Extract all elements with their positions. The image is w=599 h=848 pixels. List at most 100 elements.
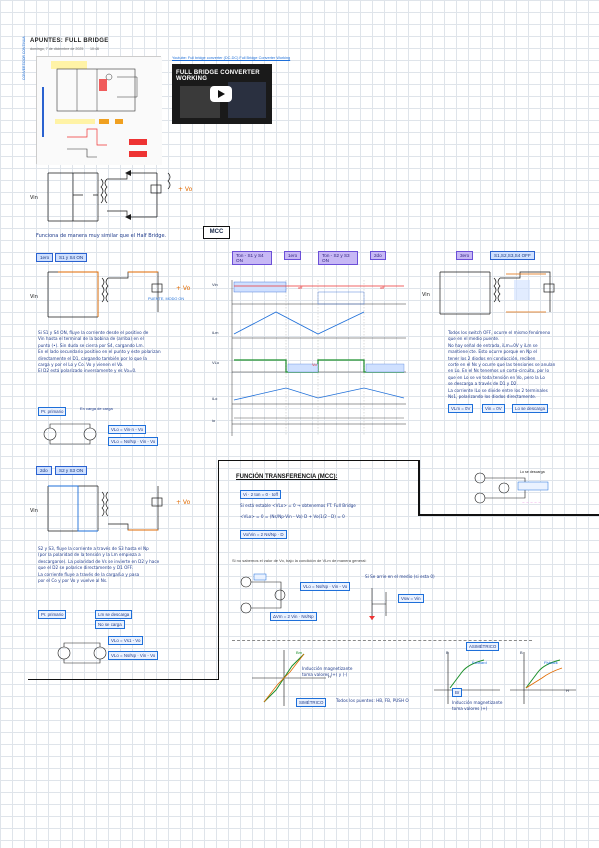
- state2-switches: S2 y S3 ON: [55, 466, 88, 475]
- transfer-line3: <VLo> = 0 = (Ns/Np·Vin - Vo) D + Vo(1/2 …: [240, 514, 345, 519]
- state1-eq1: VLo = Vin·n - Vo: [108, 425, 147, 434]
- transfer-title: FUNCIÓN TRANSFERENCIA (MCC):: [236, 474, 338, 480]
- page-title: APUNTES: FULL BRIDGE: [30, 38, 109, 44]
- state1-equiv-circuit: [43, 423, 97, 445]
- curve-label-sim: SIMÉTRICO: [296, 698, 327, 707]
- page-time: 10:46: [90, 47, 99, 51]
- state3-text-line: en Lo. En el Ns tenemos un corto-circuit…: [448, 368, 550, 374]
- state3-switches: S1,S2,S3,S4 OFF: [490, 251, 535, 260]
- transfer-eq-vlo: VLo = Ns/Np · Vin - Vo: [300, 582, 351, 591]
- wave-vin-trace: [233, 281, 404, 305]
- wave-label-ilo: iLo: [212, 396, 218, 401]
- svg-text:Vin: Vin: [30, 294, 38, 300]
- state2-text-line: (por la polaridad de la tensión y la Lm …: [38, 552, 141, 558]
- play-icon[interactable]: [210, 86, 232, 102]
- wave-tag-on14: Ton - S1 y S4 ON: [232, 251, 272, 265]
- curve-label-flyback: Flyback: [544, 660, 558, 665]
- divider-line: [418, 514, 599, 516]
- full-bridge-schematic: Vin + Vo: [30, 170, 193, 222]
- wave-ilm-trace: [233, 311, 365, 335]
- state1-box-carga: En carga de carga: [80, 406, 113, 411]
- state3-text-line: mantiene cte. Esto ocurre porque en Np e…: [448, 349, 538, 355]
- bh-curve-forward: [434, 652, 500, 704]
- curve-note1: Inducción magnetizante toma valores (+) …: [302, 666, 353, 678]
- svg-text:Vin: Vin: [30, 508, 38, 514]
- state2-text-line: por el Co y por Vo y vuelve al Ns.: [38, 578, 108, 584]
- svg-text:+ Vo: + Vo: [176, 285, 191, 292]
- state3-text-line: se descarga a través de D1 y D2.: [448, 381, 518, 387]
- state3-text-line: que en Lo se ve toda tensión en Vo, pero…: [448, 374, 545, 380]
- curve-label-h: H: [328, 674, 331, 679]
- state1-text-line: punto (•). Sin duda se cierra por S4, ca…: [38, 342, 144, 348]
- wave-label-ilm: iLm: [212, 330, 219, 335]
- transfer-switch-circuit: [369, 588, 387, 620]
- wave-label-io: io: [212, 418, 216, 423]
- state2-text-line: S2 y S3, fluye la corriente a través de …: [38, 546, 149, 551]
- state1-text-line: Si S1 y S4 ON, fluye la corriente desde …: [38, 330, 149, 335]
- wave-tag-1: 1ero: [284, 251, 302, 260]
- state2-eq2: VLo = Ns/Np · Vin - Vo: [108, 651, 159, 660]
- sidebar-vertical-label: CONVERTIDOR CONTINUA: [22, 36, 26, 80]
- transfer-eq-vsw: Vsw = Vin: [398, 594, 424, 603]
- video-thumbnail-title: FULL BRIDGE CONVERTER WORKING: [176, 70, 260, 82]
- wave-label-vin: Vin: [212, 282, 218, 287]
- transfer-result: Vo/Vin = 2 Ns/Np · D: [240, 530, 287, 539]
- curve-label-bm: Bm: [296, 650, 302, 655]
- state2-text-line: que el D2 se polarice directamente y D1 …: [38, 565, 133, 571]
- state3-text-line: que en el medio puente.: [448, 336, 500, 342]
- wave-tag-on23: Ton - S2 y S3 ON: [318, 251, 358, 265]
- divider-vertical: [418, 460, 420, 516]
- state3-box2: Vin = 0V: [482, 404, 505, 413]
- transfer-eq-delta: ΔVm = 2 Vin · Ns/Np: [270, 612, 317, 621]
- divider-vertical-2: [218, 460, 219, 680]
- waveform-plot: [231, 280, 406, 436]
- state3-text: Todos los switch OFF, ocurre el mismo fe…: [448, 330, 593, 400]
- svg-text:+ Vo: + Vo: [178, 186, 193, 193]
- screenshot-circuit-diagram: [37, 57, 162, 165]
- curve-note-sim: Todos los puentes: HB, FB, PUSH O: [336, 698, 409, 703]
- curve-label-forward: Forward: [472, 660, 487, 665]
- state3-text-line: La corriente ILo se divide entre los 2 t…: [448, 387, 548, 393]
- state1-box-primario: Pr. primario: [38, 407, 67, 416]
- wave-tag-2: 2do: [370, 251, 386, 260]
- state2-box-primario: Pr. primario: [38, 610, 67, 619]
- state3-text-line: tener los 2 diodos en conducción, recibe…: [448, 355, 536, 361]
- transfer-eq-sw: Si Se arrie en el medio (si esta 0): [365, 574, 435, 579]
- state2-text-line: descargarse). La polaridad de Vs se invi…: [38, 558, 160, 564]
- state2-box-no: No se carga: [95, 620, 125, 629]
- wave-label-off1: off: [298, 285, 303, 290]
- state2-equiv-circuit: [57, 642, 107, 664]
- state3-circuit: Vin: [422, 271, 555, 315]
- video-thumb-art-2: [228, 82, 266, 118]
- state2-circuit: Vin + Vo: [30, 485, 191, 532]
- state3-equiv-circuit: ~ ~ ~ ~ ~: [474, 472, 549, 505]
- state1-circuit: Vin + Vo: [30, 271, 191, 318]
- svg-text:+ Vo: + Vo: [176, 499, 191, 506]
- state2-text-line: La corriente fluye a través de la carga/…: [38, 571, 140, 577]
- video-thumbnail[interactable]: FULL BRIDGE CONVERTER WORKING: [172, 64, 272, 124]
- transfer-line2: Si está estable <VLo> = 0 → obtenemos FT…: [240, 503, 356, 508]
- svg-text:~ ~ ~ ~ ~: ~ ~ ~ ~ ~: [522, 501, 541, 505]
- state3-circuit-label: Lo se descarga: [520, 470, 545, 474]
- state1-eq2: VLo = Ns/Np · Vin - Vo: [108, 437, 159, 446]
- wave-label-vlo: VLo: [212, 360, 220, 365]
- state2-text: S2 y S3, fluye la corriente a través de …: [38, 546, 218, 584]
- page-date: domingo, 7 de diciembre de 2025: [30, 47, 84, 51]
- curve-note2: Inducción magnetizante toma valores (+): [452, 700, 503, 712]
- wave-label-vo: Vo: [312, 362, 317, 367]
- state1-badge: 1ero: [36, 253, 54, 262]
- state3-text-line: Ns1, polarizando los diodos directamente…: [448, 394, 537, 400]
- wave-ilo-trace: [233, 387, 405, 401]
- curve-label-b1: B: [446, 650, 449, 655]
- state1-text-line: carga y por el Lo y Co. Vo y vienen el V…: [38, 362, 124, 368]
- state1-bridge-label: PUENTE, MODO ON: [148, 297, 185, 301]
- state2-box-descarga: Lm se descarga: [95, 610, 133, 619]
- bh-curve-flyback: [510, 652, 576, 704]
- curve-label-b2: B: [520, 650, 523, 655]
- video-link[interactable]: Youtube: Full bridge converter (DC-DC) F…: [172, 56, 291, 60]
- state1-switches: S1 y S4 ON: [55, 253, 88, 262]
- state1-text: Si S1 y S4 ON, fluye la corriente desde …: [38, 330, 218, 375]
- curve-label-br: Br: [452, 688, 463, 697]
- state3-badge: 3ero: [456, 251, 474, 260]
- bh-curve-symmetric: [252, 650, 326, 706]
